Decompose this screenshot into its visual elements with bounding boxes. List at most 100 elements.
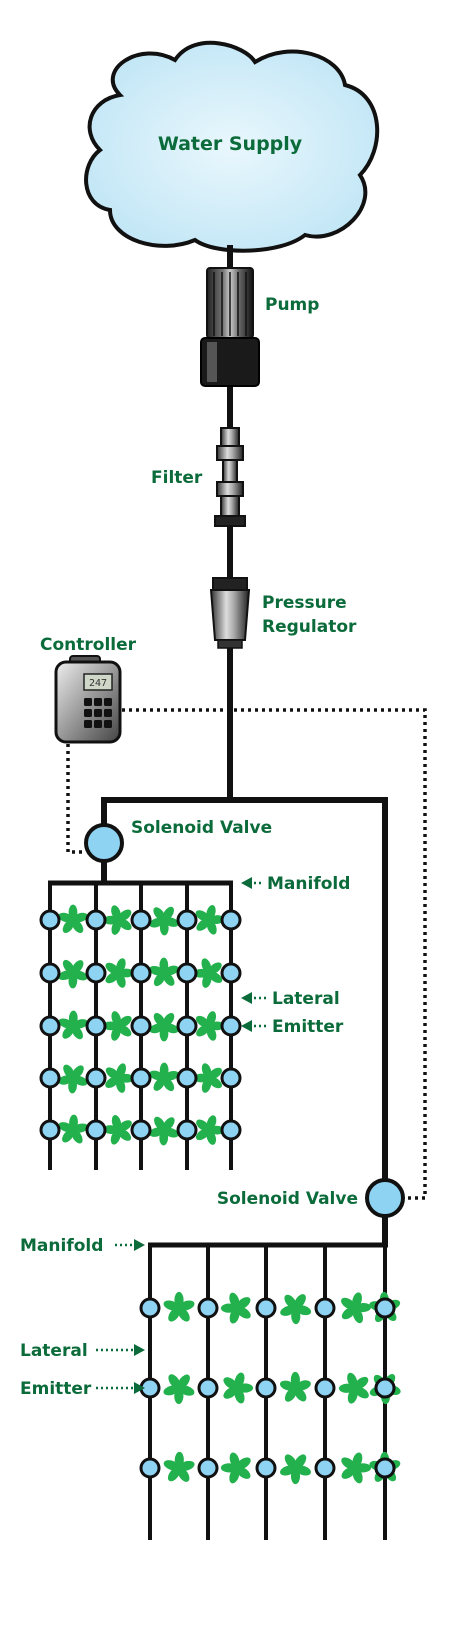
emitter-icon [374,1297,396,1319]
plant-icon [195,905,225,935]
water-supply-tank: Water Supply [84,40,380,253]
plant-icon [149,1013,179,1042]
solenoid-valve-1: Solenoid Valve [84,818,272,883]
plant-icon [58,1010,88,1040]
emitter-icon [85,1015,107,1037]
plant-icon [163,1374,195,1405]
water-supply-label: Water Supply [158,133,303,155]
emitter-icon [130,1015,152,1037]
manifold-2-label: Manifold [20,1236,103,1256]
plant-icon [58,1114,89,1144]
controller-key [104,709,112,717]
plant-icon [193,958,223,988]
controller-key [84,709,92,717]
control-wire-left [66,744,86,854]
plant-icon [103,1011,132,1041]
controller-label: Controller [40,635,137,655]
emitter-icon [39,1119,61,1141]
emitter-icon [220,1067,242,1089]
emitter-icon [197,1457,219,1479]
controller-key [104,720,112,728]
emitter-icon [85,909,107,931]
plant-icon [220,1292,251,1324]
plant-icon [105,1063,134,1093]
plant-icon [149,957,179,987]
emitter-icon [139,1297,161,1319]
controller-display: 247 [89,678,107,689]
pressure-regulator: Pressure Regulator [209,577,357,649]
emitter-icon [176,962,198,984]
emitter-icon [220,1119,242,1141]
pump-label: Pump [265,295,319,315]
emitter-icon [130,962,152,984]
emitter-icon [176,909,198,931]
emitter-icon [85,1119,107,1141]
solenoid-valve-2-icon [365,1178,405,1218]
emitter-icon [314,1297,336,1319]
plant-icon [223,1372,254,1404]
lower-annotations: Manifold Lateral Emitter [20,1236,145,1399]
upper-field [39,880,242,1170]
emitter-icon [314,1377,336,1399]
controller-key [84,698,92,706]
branch-pipe-upper [101,797,388,1180]
emitter-2-label: Emitter [20,1379,92,1399]
controller-key [94,698,102,706]
emitter-icon [220,1015,242,1037]
plant-icon [149,906,179,936]
emitter-icon [314,1457,336,1479]
lower-field [139,1242,401,1540]
plant-icon [149,1116,179,1146]
plant-icon [195,1011,225,1041]
emitter-icon [39,1067,61,1089]
plant-icon [149,1062,179,1092]
controller-key [84,720,92,728]
plant-icon [195,1115,225,1145]
upper-annotations: Manifold Lateral Emitter [241,874,350,1037]
plant-icon [341,1292,372,1324]
filter-label: Filter [151,468,203,488]
emitter-icon [176,1119,198,1141]
emitter-icon [130,1067,152,1089]
plant-icon [338,1372,369,1404]
emitter-icon [255,1297,277,1319]
emitter-icon [176,1015,198,1037]
plant-icon [58,904,88,933]
control-wires [66,708,427,1200]
plant-icon [58,959,88,989]
lateral-1-label: Lateral [272,989,340,1009]
filter: Filter [151,427,246,527]
emitter-icon [374,1377,396,1399]
solenoid-valve-2: Solenoid Valve [217,1178,405,1245]
plant-icon [279,1371,311,1402]
emitter-icon [197,1377,219,1399]
emitter-icon [374,1457,396,1479]
water-supply-cloud [84,40,380,253]
emitter-1-label: Emitter [272,1017,344,1037]
plant-icon [58,1064,88,1094]
manifold-1-label: Manifold [267,874,350,894]
emitter-icon [39,1015,61,1037]
emitter-icon [85,1067,107,1089]
plant-icon [163,1451,195,1482]
solenoid-valve-1-icon [84,823,124,863]
controller-key [94,720,102,728]
plant-icon [103,905,132,935]
emitter-icon [255,1457,277,1479]
emitter-icon [39,962,61,984]
plant-icon [280,1294,312,1325]
emitter-icon [197,1297,219,1319]
plant-icon [220,1452,251,1484]
emitter-icon [220,962,242,984]
pressure-regulator-label-2: Regulator [262,617,357,637]
control-wire-right [122,708,427,1200]
emitter-icon [255,1377,277,1399]
controller-key [94,709,102,717]
plant-icon [280,1454,311,1485]
emitter-icon [220,909,242,931]
solenoid-valve-2-label: Solenoid Valve [217,1189,358,1209]
pump: Pump [200,267,319,387]
solenoid-valve-1-label: Solenoid Valve [131,818,272,838]
controller: Controller 247 [40,635,137,744]
